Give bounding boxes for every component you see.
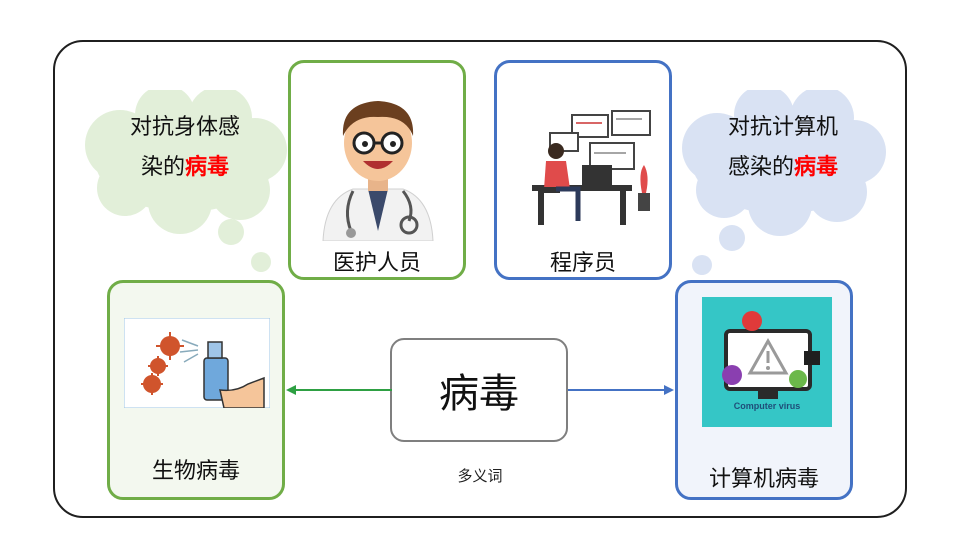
left-cloud-text: 对抗身体感 染的病毒 (105, 108, 265, 188)
right-cloud-line1: 对抗计算机 (727, 115, 838, 140)
programmer-icon (532, 110, 651, 225)
left-cloud-prefix: 染的 (140, 155, 185, 180)
medical-staff-card: 医护人员 (288, 60, 466, 280)
left-cloud-highlight: 病毒 (185, 155, 230, 180)
computer-virus-icon: Computer virus (702, 297, 832, 427)
polysemy-caption: 多义词 (457, 467, 503, 485)
left-cloud-line2: 染的病毒 (105, 148, 265, 188)
right-cloud-text: 对抗计算机 感染的病毒 (703, 108, 863, 188)
bio-virus-label: 生物病毒 (151, 459, 240, 484)
arrow-to-computer-virus (568, 385, 674, 395)
right-cloud-line2: 感染的病毒 (703, 148, 863, 188)
bio-virus-card: 生物病毒 (107, 280, 285, 500)
computer-virus-card: Computer virus 计算机病毒 (675, 280, 853, 500)
left-thought-cloud (85, 90, 287, 272)
left-cloud-line1: 对抗身体感 (129, 115, 240, 140)
programmer-card: 程序员 (494, 60, 672, 280)
right-thought-cloud (682, 90, 886, 275)
right-cloud-highlight: 病毒 (794, 155, 839, 180)
medical-staff-label: 医护人员 (332, 251, 421, 276)
right-cloud-prefix: 感染的 (727, 155, 794, 180)
programmer-label: 程序员 (549, 251, 616, 276)
computer-virus-label: 计算机病毒 (708, 467, 819, 492)
center-word: 病毒 (439, 371, 519, 417)
disinfectant-spray-icon (124, 318, 270, 408)
computer-virus-caption: Computer virus (734, 401, 801, 411)
arrow-to-bio-virus (286, 385, 392, 395)
diagram-frame (53, 40, 907, 518)
doctor-icon (322, 101, 434, 241)
center-word-box: 病毒 (390, 338, 568, 442)
